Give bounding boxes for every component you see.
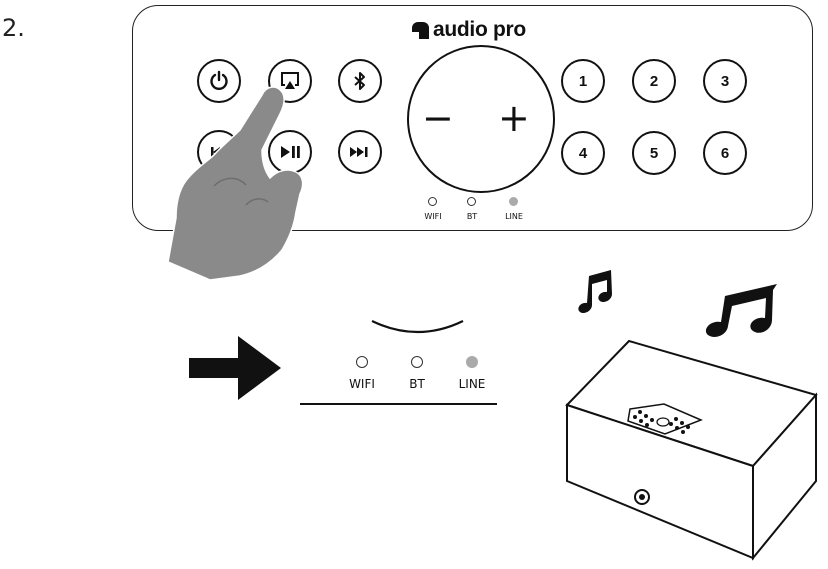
volume-dial[interactable] [407,45,555,193]
next-button[interactable] [338,130,382,174]
power-button[interactable] [197,59,241,103]
brand-name: audio pro [433,18,526,41]
arrow-right-icon [189,336,281,400]
zoom-label-bt: BT [409,377,425,391]
music-note-icon [578,270,612,314]
double-music-note-icon [705,284,777,337]
zoom-dial-arc [371,320,464,334]
volume-down-button[interactable]: − [422,96,454,140]
preset-button-1[interactable]: 1 [561,59,605,103]
airplay-icon [281,72,299,89]
play-pause-button[interactable] [268,130,312,174]
preset-button-6[interactable]: 6 [703,131,747,175]
led-line [509,197,518,206]
power-icon [210,70,228,90]
bluetooth-button[interactable] [338,59,382,103]
step-number: 2. [2,14,25,42]
next-icon [350,147,368,157]
volume-up-button[interactable]: + [498,96,530,140]
preset-button-5[interactable]: 5 [632,131,676,175]
led-label-wifi: WIFI [424,212,442,221]
play-pause-icon [281,146,300,158]
brand-logo-mark [412,21,429,39]
led-label-bt: BT [466,212,478,221]
led-wifi [428,197,437,206]
zoom-led-line [466,356,478,368]
zoom-label-line: LINE [458,377,486,391]
zoom-led-wifi [356,356,368,368]
led-bt [467,197,476,206]
speaker-panel-buttons [633,410,690,434]
hand-icon [167,86,304,281]
zoom-led-bt [411,356,423,368]
speaker-device [565,339,818,561]
preset-button-2[interactable]: 2 [632,59,676,103]
bluetooth-icon [354,72,365,90]
brand-logo: audio pro [412,17,526,43]
zoom-label-wifi: WIFI [349,377,375,391]
led-label-line: LINE [505,212,523,221]
preset-button-3[interactable]: 3 [703,59,747,103]
preset-button-4[interactable]: 4 [561,131,605,175]
